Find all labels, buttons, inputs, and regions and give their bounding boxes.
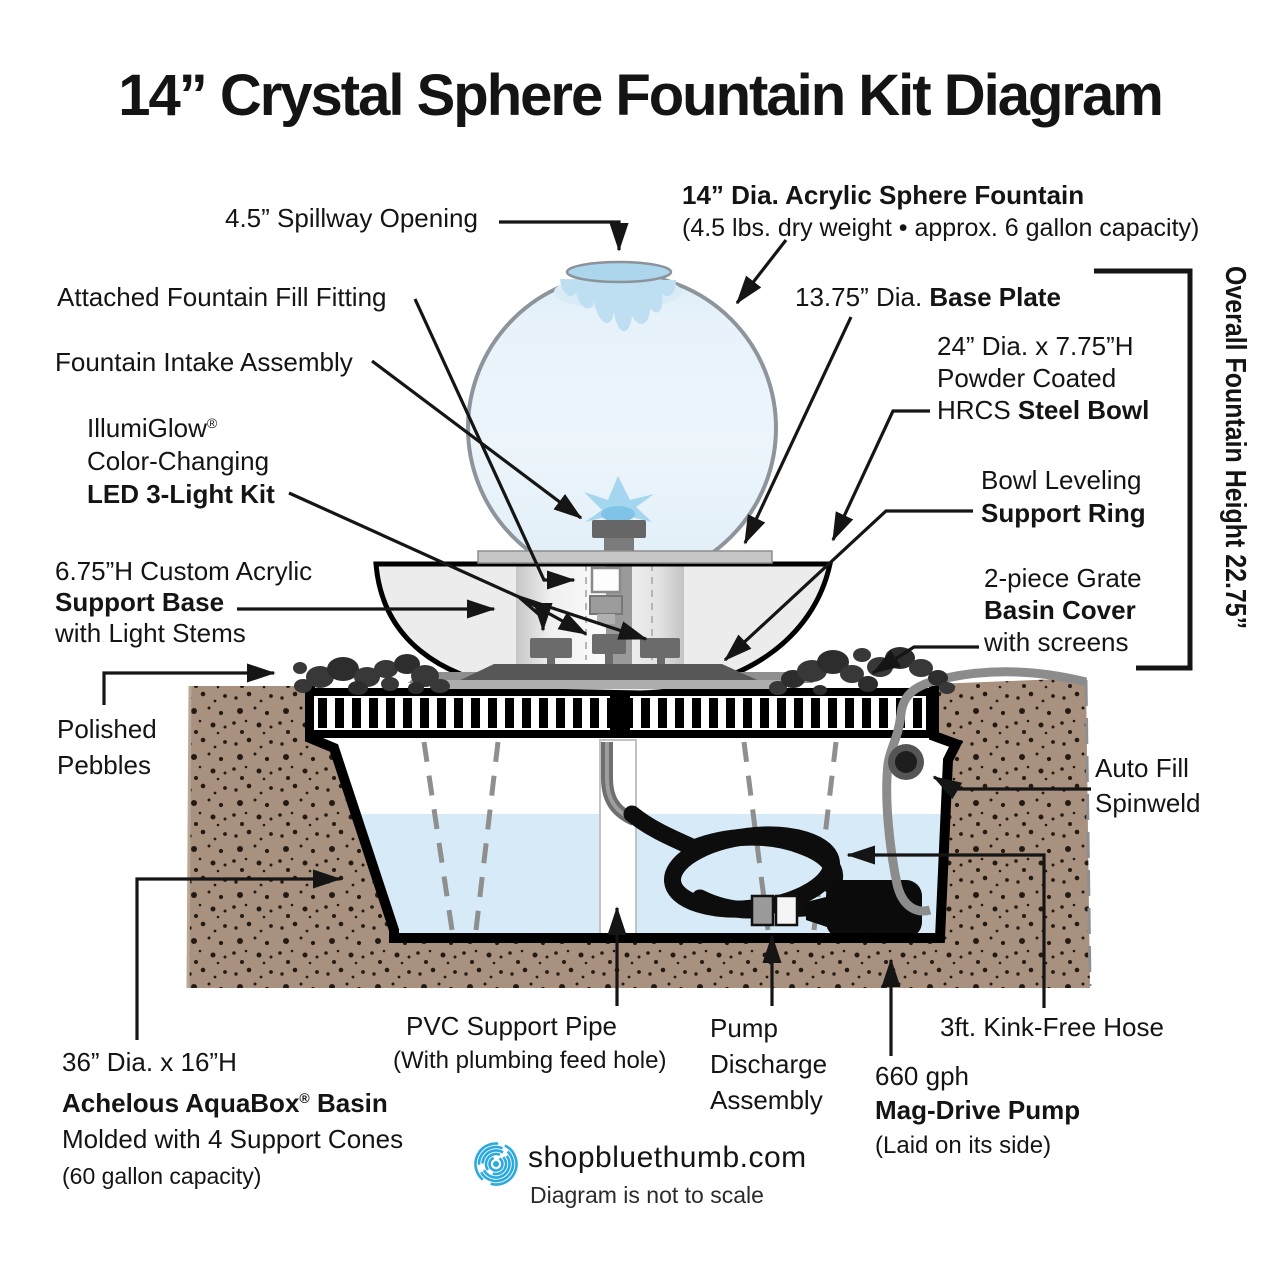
label-sphere-fountain: 14” Dia. Acrylic Sphere Fountain (4.5 lb… [682, 180, 1200, 242]
aquabox-basin-wall [305, 686, 963, 943]
label-pvc-pipe: PVC Support Pipe (With plumbing feed hol… [393, 1011, 667, 1074]
leader-basin-cover [871, 645, 979, 675]
leader-hose [846, 845, 1046, 1008]
label-mag-drive-pump: 660 gph Mag-Drive Pump (Laid on its side… [875, 1061, 1081, 1159]
thumbprint-icon [474, 1142, 518, 1186]
fountain-fill-fitting [589, 566, 623, 624]
diagram-title: 14” Crystal Sphere Fountain Kit Diagram [118, 63, 1164, 128]
base-plate [477, 550, 773, 564]
label-pump-discharge: Pump Discharge Assembly [710, 1013, 828, 1115]
leader-led-3 [518, 595, 648, 641]
spillway-water [560, 279, 676, 332]
auto-fill-line [882, 667, 1088, 916]
pump-discharge-assembly [750, 894, 799, 927]
label-led-kit: IllumiGlow® Color-Changing LED 3-Light K… [87, 413, 275, 509]
auto-fill-spinweld [888, 744, 924, 780]
leader-led-1 [288, 491, 553, 632]
label-auto-fill: Auto Fill Spinweld [1095, 753, 1201, 818]
overall-height-bracket [1094, 268, 1193, 671]
label-intake-assembly: Fountain Intake Assembly [55, 347, 353, 377]
label-support-base: 6.75”H Custom Acrylic Support Base with … [55, 556, 313, 648]
leader-sphere [735, 239, 788, 305]
label-base-plate: 13.75” Dia. Base Plate [795, 282, 1061, 312]
ground-soil [186, 678, 1092, 989]
leader-autofill [932, 775, 1091, 800]
leader-pebbles [102, 663, 276, 705]
led-lights [530, 634, 680, 670]
label-steel-bowl: 24” Dia. x 7.75”H Powder Coated HRCS Ste… [937, 331, 1150, 425]
grate-basin-cover [306, 688, 934, 738]
bowl-support-ring [408, 664, 814, 689]
label-spillway-opening: 4.5” Spillway Opening [225, 203, 478, 233]
label-pebbles: Polished Pebbles [57, 714, 157, 780]
leader-base-plate [743, 316, 853, 545]
leader-basin [135, 869, 342, 1040]
steel-bowl [373, 550, 834, 696]
label-basin-cover: 2-piece Grate Basin Cover with screens [984, 563, 1142, 657]
spillway-opening [565, 260, 673, 284]
leader-spillway [499, 220, 629, 252]
label-overall-height: Overall Fountain Height 22.75” [1219, 266, 1251, 630]
leader-led-2 [518, 595, 588, 636]
leader-fill-fitting [413, 298, 576, 590]
leader-support-ring [723, 509, 973, 662]
label-hose: 3ft. Kink-Free Hose [940, 1012, 1164, 1042]
leader-steel-bowl [831, 409, 930, 542]
acrylic-sphere [466, 260, 778, 584]
footer-scale-note: Diagram is not to scale [530, 1182, 764, 1208]
leader-intake [371, 359, 583, 520]
basin-interior [312, 688, 954, 938]
label-support-ring: Bowl Leveling Support Ring [981, 465, 1146, 528]
footer-site-text: shopbluethumb.com [528, 1141, 807, 1174]
label-fill-fitting: Attached Fountain Fill Fitting [57, 282, 387, 312]
leader-lines [102, 220, 1091, 1056]
label-aquabox-basin: 36” Dia. x 16”H Achelous AquaBox® Basin … [62, 1047, 404, 1189]
